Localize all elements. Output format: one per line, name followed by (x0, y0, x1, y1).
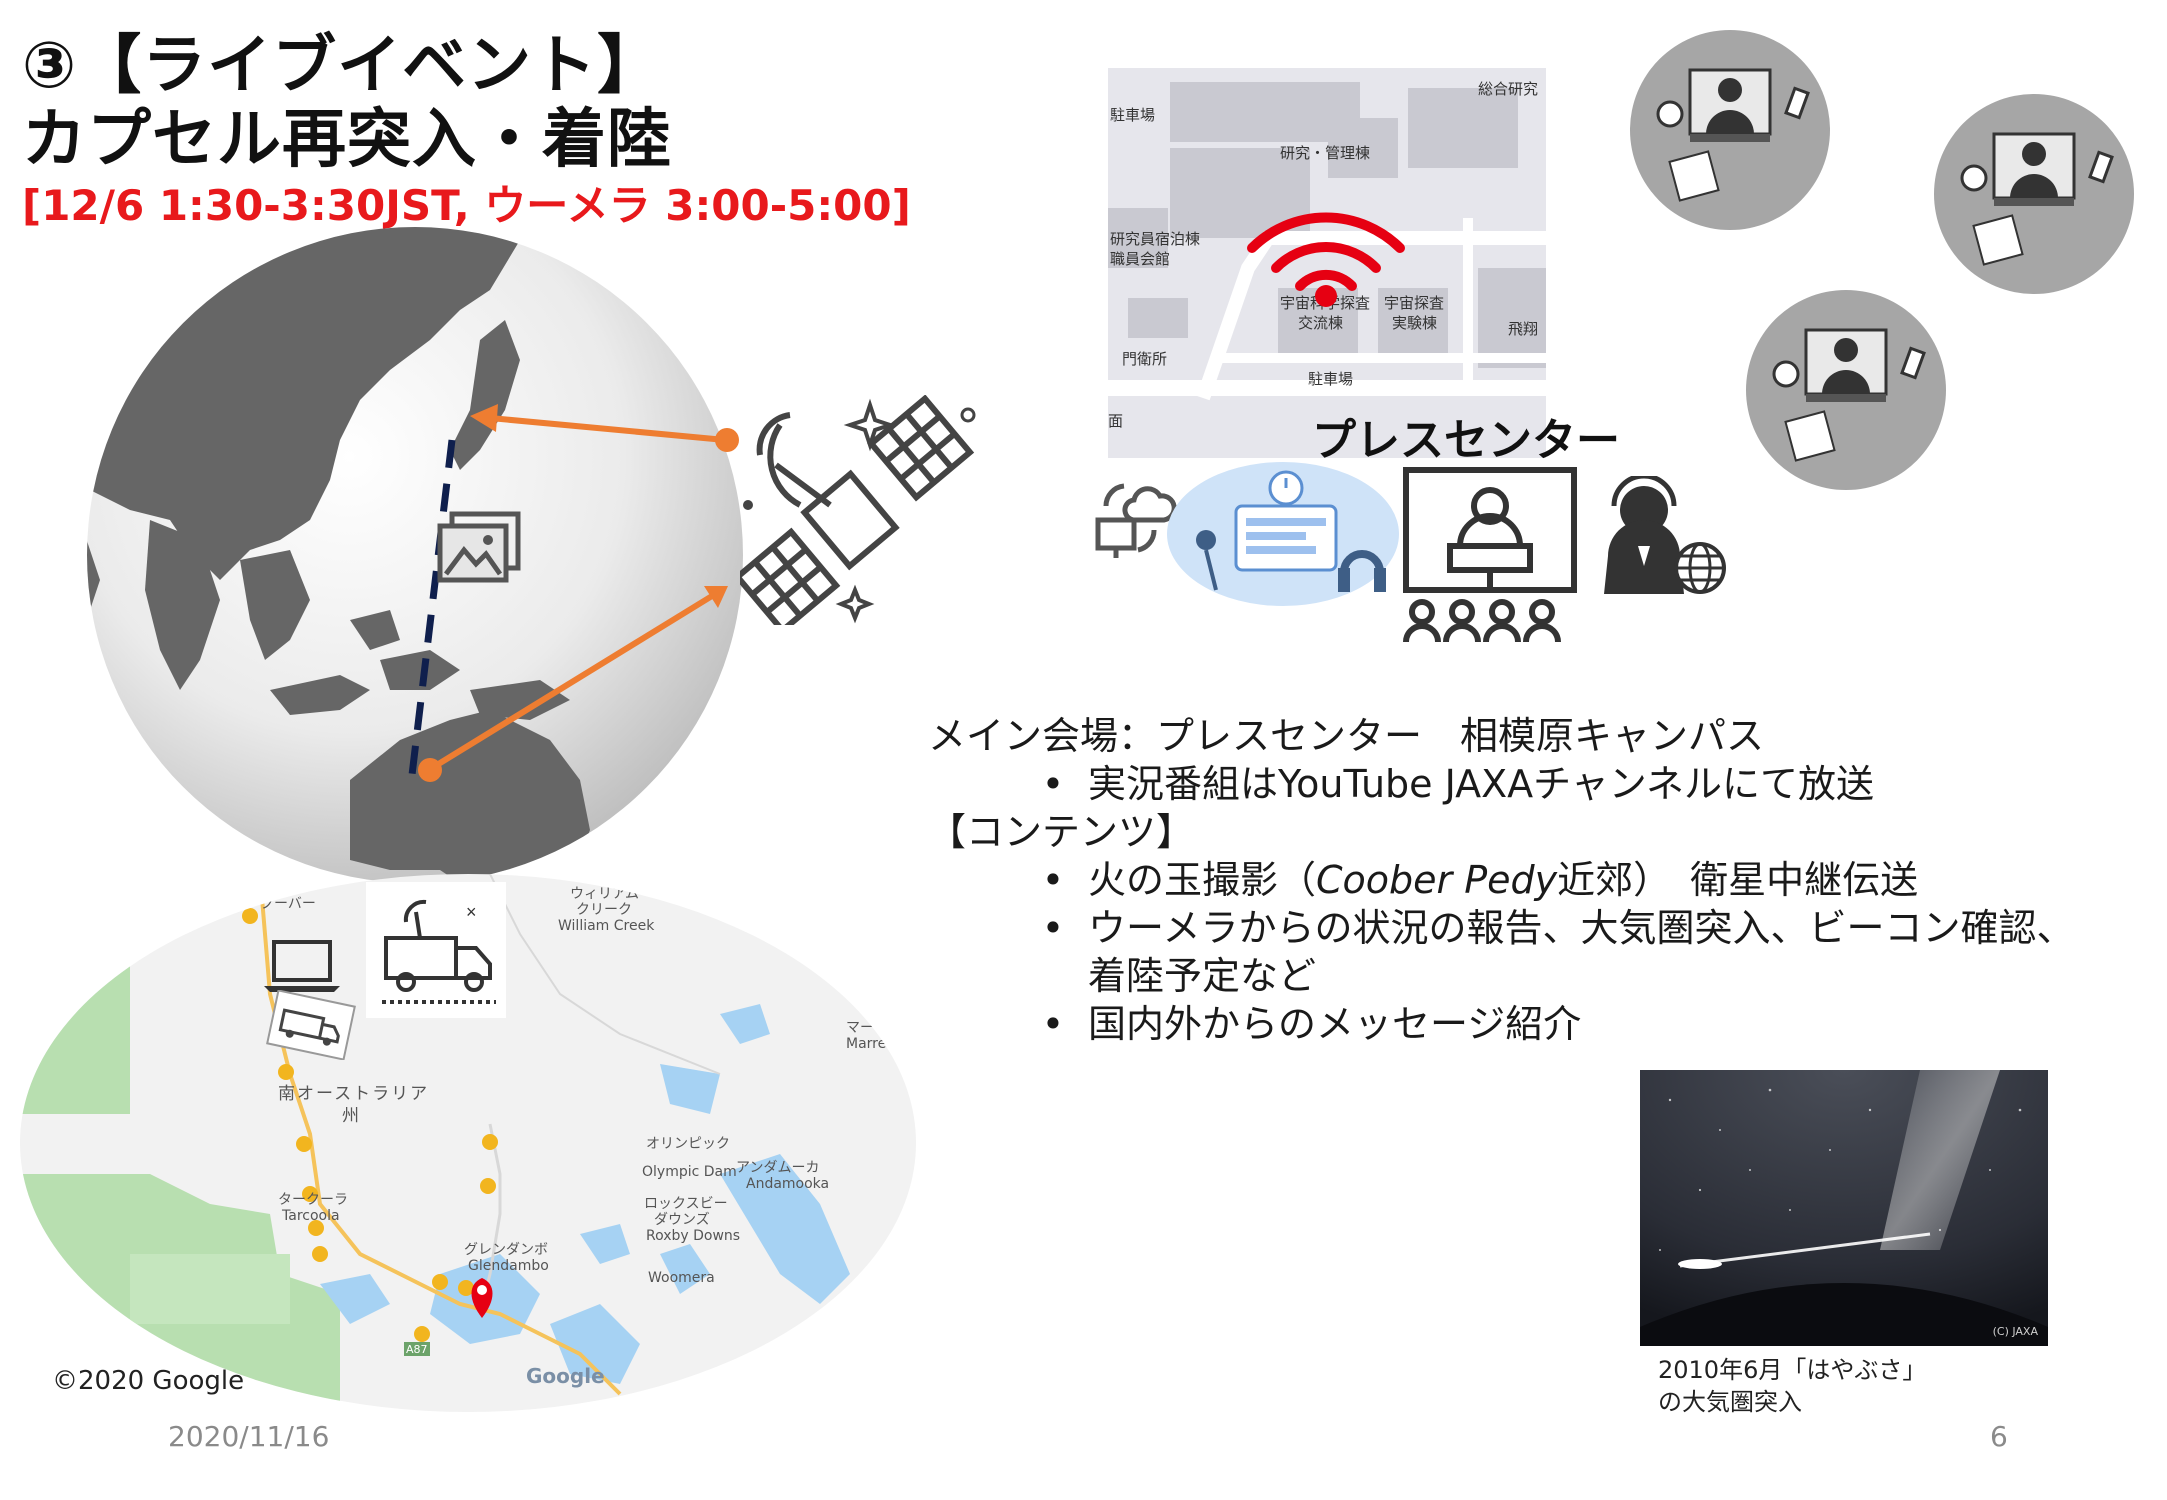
operator-globe-icon (1604, 476, 1726, 594)
map-pin-icon (230, 884, 498, 1342)
content-bullet-1-suffix: 近郊） 衛星中継伝送 (1557, 858, 1919, 902)
press-center-label: プレスセンター (1312, 415, 1620, 466)
content-bullet-3-text: 国内外からのメッセージ紹介 (1088, 1002, 1582, 1046)
bullet-marker: • (1041, 858, 1065, 902)
photo-caption-line2: の大気圏突入 (1658, 1388, 1802, 1416)
content-bullet-3: • 国内外からのメッセージ紹介 (928, 1000, 2148, 1048)
hayabusa-reentry-photo: (C) JAXA (1640, 1070, 2048, 1346)
campus-label-flight: 飛翔 (1508, 320, 1539, 338)
map-copyright: ©2020 Google (52, 1366, 245, 1396)
map-label-coober: クーバー (260, 896, 316, 912)
laptop-icon (264, 940, 340, 992)
map-label-william-creek-jp: ウィリアム (570, 886, 640, 902)
campus-label-exchange-2: 交流棟 (1298, 314, 1344, 332)
content-bullet-1-text: 火の玉撮影（Coober Pedy近郊） 衛星中継伝送 (1088, 856, 1918, 904)
slide-page-number: 6 (1990, 1420, 2008, 1453)
image-icon (437, 511, 521, 583)
map-label-tarcoola: Tarcoola (282, 1208, 340, 1224)
map-label-andamooka: Andamooka (746, 1176, 830, 1192)
studio-illustration-icon (1167, 462, 1399, 606)
content-bullet-2: • ウーメラからの状況の報告、大気圏突入、ビーコン確認、着陸予定など (928, 904, 2148, 1000)
map-label-glendambo: Glendambo (468, 1258, 549, 1274)
campus-label-edge: 面 (1108, 412, 1124, 430)
map-label-state: 南オーストラリア (278, 1084, 430, 1104)
venue-bullet: • 実況番組はYouTube JAXAチャンネルにて放送 (928, 760, 2148, 808)
campus-map: 駐車場 総合研究 研究・管理棟 研究員宿泊棟 職員会館 宇宙科学探査 交流棟 宇… (1108, 68, 1546, 458)
satellite-truck-icon: × (382, 899, 496, 1004)
map-label-glendambo-jp: グレンダンボ (464, 1242, 548, 1258)
content-bullet-1-place: Coober Pedy (1316, 858, 1558, 902)
arrow-origin-australia (418, 758, 442, 782)
map-label-marree: マーリー (846, 1020, 902, 1036)
map-label-william-creek: William Creek (558, 918, 655, 934)
campus-label-research: 総合研究 (1478, 80, 1539, 98)
bullet-marker: • (1041, 1002, 1065, 1046)
arrow-to-japan (489, 415, 726, 443)
cloud-sync-icon (1095, 483, 1177, 558)
content-bullet-2-text: ウーメラからの状況の報告、大気圏突入、ビーコン確認、着陸予定など (1088, 904, 2074, 1000)
map-label-roxby: Roxby Downs (646, 1228, 741, 1244)
main-text-block: メイン会場：プレスセンター 相模原キャンパス • 実況番組はYouTube JA… (928, 712, 2148, 1048)
content-bullet-2-line1: ウーメラからの状況の報告、大気圏突入、ビーコン確認、 (1088, 906, 2075, 950)
map-label-olympic-dam: Olympic Dam (642, 1164, 737, 1180)
arrowhead-satellite (704, 586, 728, 608)
content-bullet-1-prefix: 火の玉撮影（ (1088, 858, 1317, 902)
arrow-origin-satellite (715, 428, 739, 452)
remote-participant-icon (1772, 328, 1926, 462)
map-label-woomera: Woomera (648, 1270, 715, 1286)
map-label-william-creek-jp2: クリーク (576, 902, 632, 918)
map-label-roxby-jp: ロックスビー (644, 1196, 728, 1212)
map-label-olympic-dam-jp: オリンピック (646, 1136, 730, 1152)
bullet-marker: • (1041, 906, 1065, 950)
remote-participant-2 (1934, 94, 2134, 294)
map-label-state-2: 州 (342, 1106, 359, 1126)
campus-label-parking: 駐車場 (1110, 106, 1156, 124)
map-label-roxby-jp2: ダウンズ (654, 1212, 710, 1228)
satellite-truck-panel: × (366, 882, 506, 1018)
van-illustration-icon (266, 990, 356, 1060)
map-label-marree-en: Marree (846, 1036, 895, 1052)
map-label-andamooka-jp: アンダムーカ (736, 1160, 820, 1176)
remote-participant-icon (1960, 132, 2114, 266)
contents-heading: 【コンテンツ】 (928, 810, 1195, 854)
bullet-marker: • (1041, 762, 1065, 806)
map-label-tarcoola-jp: タークーラ (278, 1192, 348, 1208)
google-logo: Google (526, 1364, 605, 1388)
content-bullet-2-line2: 着陸予定など (1088, 954, 1317, 998)
satellite-icon (740, 395, 976, 625)
campus-label-admin: 研究・管理棟 (1280, 144, 1371, 162)
slide-title-line2: カプセル再突入・着陸 (22, 103, 672, 177)
slide-title-line1: ③【ライブイベント】 (22, 29, 663, 103)
arrow-to-satellite (430, 593, 714, 771)
wifi-icon (1247, 212, 1405, 307)
campus-label-staff-hall: 職員会館 (1110, 250, 1171, 268)
venue-bullet-text: 実況番組はYouTube JAXAチャンネルにて放送 (1088, 762, 1875, 806)
content-bullet-1: • 火の玉撮影（Coober Pedy近郊） 衛星中継伝送 (928, 856, 2148, 904)
map-label-road: A87 (406, 1343, 428, 1356)
campus-label-gate: 門衛所 (1122, 350, 1168, 368)
remote-participant-3 (1746, 290, 1946, 490)
campus-label-parking-bottom: 駐車場 (1308, 370, 1354, 388)
presenter-icon (1403, 467, 1577, 642)
venue-line: メイン会場：プレスセンター 相模原キャンパス (928, 714, 1765, 758)
campus-label-lab-2: 実験棟 (1392, 314, 1438, 332)
svg-text:×: × (466, 902, 477, 922)
campus-label-dorm: 研究員宿泊棟 (1110, 230, 1201, 248)
slide-date: 2020/11/16 (168, 1420, 330, 1453)
remote-participant-1 (1630, 30, 1830, 230)
arrowhead-japan (470, 404, 498, 432)
slide-subtitle: [12/6 1:30-3:30JST, ウーメラ 3:00-5:00] (22, 181, 911, 230)
photo-credit: (C) JAXA (1992, 1325, 2038, 1338)
remote-participant-icon (1656, 68, 1810, 202)
photo-caption-line1: 2010年6月「はやぶさ」 (1658, 1356, 1927, 1384)
dashed-link-line (408, 439, 456, 776)
campus-label-lab-1: 宇宙探査 (1384, 294, 1445, 312)
globe-illustration (87, 227, 743, 883)
woomera-pin-icon (471, 1278, 493, 1318)
